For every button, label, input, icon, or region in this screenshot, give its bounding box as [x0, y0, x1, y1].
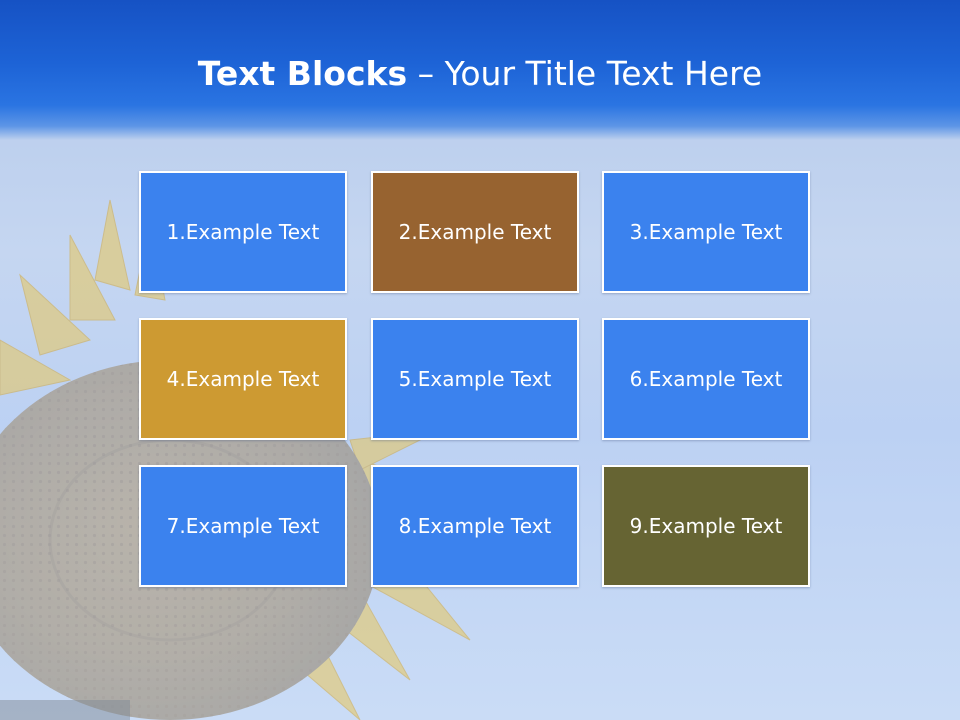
text-block-label: 7.Example Text	[166, 514, 320, 538]
text-block-label: 9.Example Text	[629, 514, 783, 538]
text-block-9[interactable]: 9.Example Text	[602, 465, 810, 587]
title-band	[0, 0, 960, 140]
text-block-label: 4.Example Text	[166, 367, 320, 391]
title-dash: –	[407, 54, 445, 93]
text-block-1[interactable]: 1.Example Text	[139, 171, 347, 293]
text-block-2[interactable]: 2.Example Text	[371, 171, 579, 293]
text-block-4[interactable]: 4.Example Text	[139, 318, 347, 440]
text-block-7[interactable]: 7.Example Text	[139, 465, 347, 587]
text-block-label: 1.Example Text	[166, 220, 320, 244]
text-block-6[interactable]: 6.Example Text	[602, 318, 810, 440]
text-block-8[interactable]: 8.Example Text	[371, 465, 579, 587]
text-block-label: 5.Example Text	[398, 367, 552, 391]
text-block-3[interactable]: 3.Example Text	[602, 171, 810, 293]
text-block-5[interactable]: 5.Example Text	[371, 318, 579, 440]
title-bold-part: Text Blocks	[197, 54, 408, 93]
title-text-part: Your Title Text Here	[444, 54, 763, 93]
slide-title: Text Blocks – Your Title Text Here	[0, 52, 960, 96]
text-block-label: 6.Example Text	[629, 367, 783, 391]
text-block-label: 3.Example Text	[629, 220, 783, 244]
text-block-label: 8.Example Text	[398, 514, 552, 538]
text-block-label: 2.Example Text	[398, 220, 552, 244]
